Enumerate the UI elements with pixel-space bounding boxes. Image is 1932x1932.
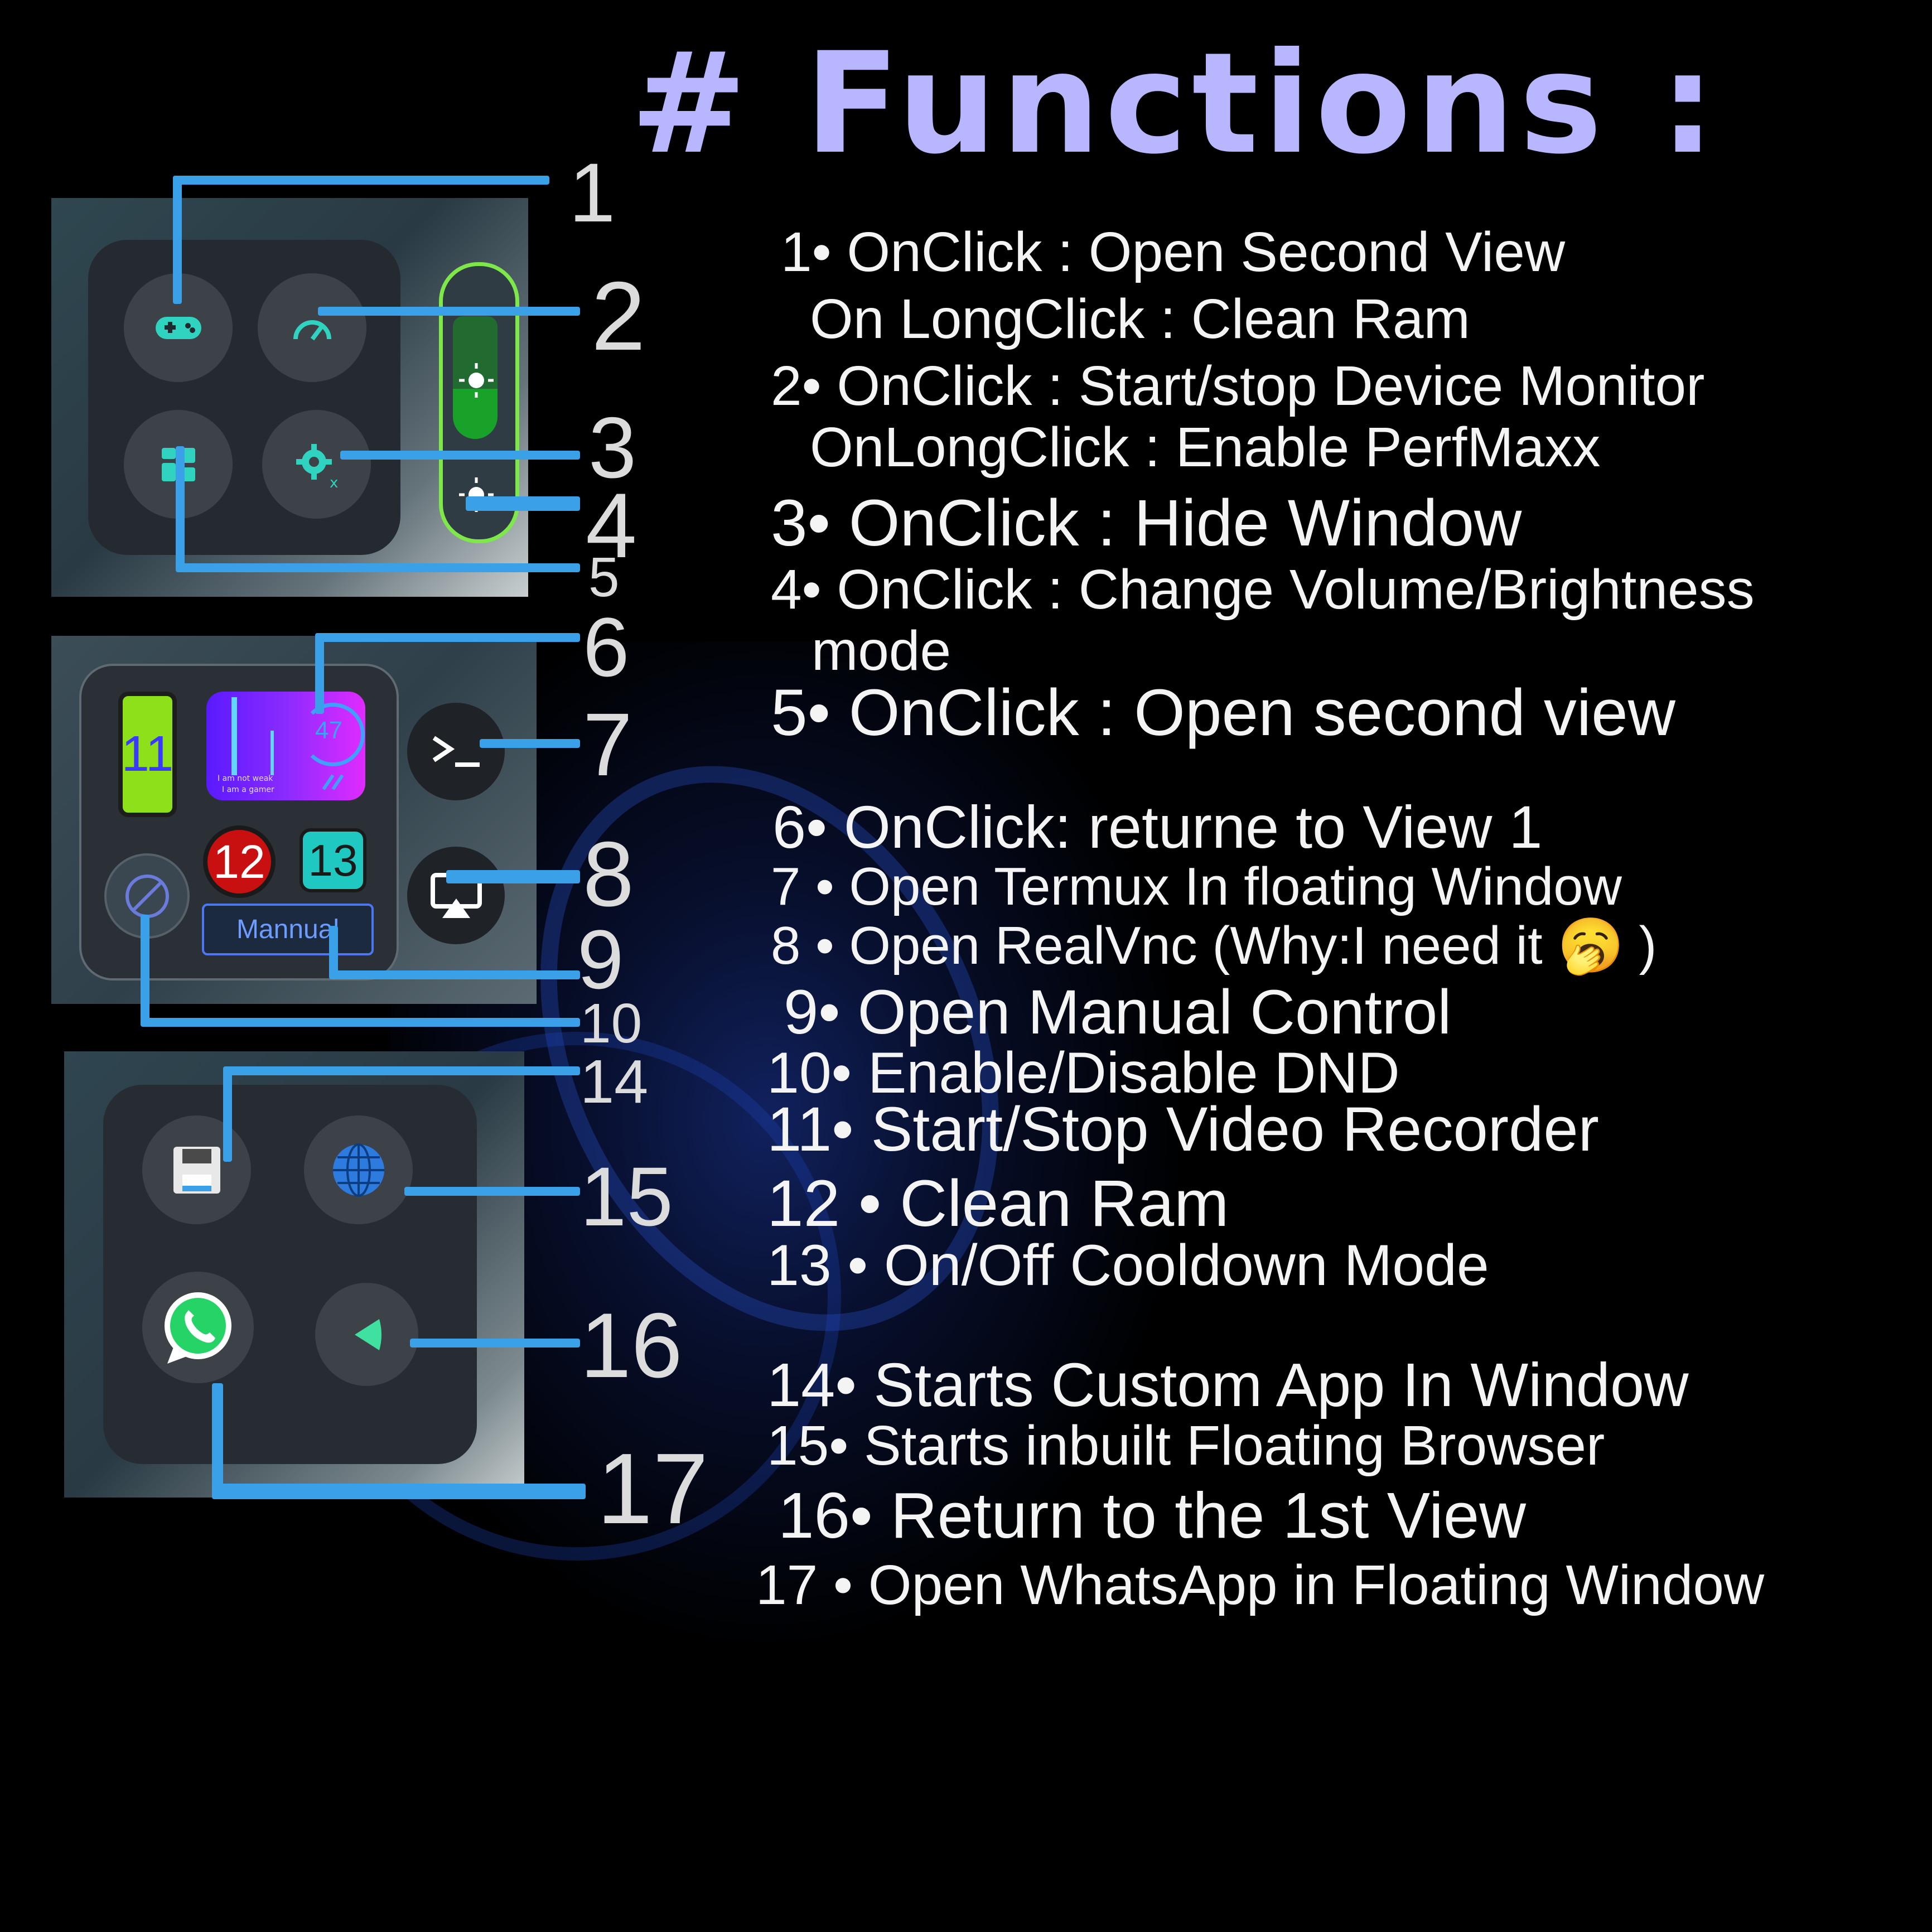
gauge-bar [231, 697, 237, 775]
callout-number-17: 17 [597, 1433, 709, 1545]
callout-number-10: 10 [580, 992, 643, 1055]
connector-1 [173, 176, 549, 185]
connector-14-drop [223, 1070, 232, 1162]
connector-16 [410, 1339, 580, 1347]
termux-button[interactable] [407, 703, 505, 800]
brightness-icon [459, 363, 494, 398]
back-button[interactable] [315, 1283, 418, 1386]
function-3: 3• OnClick : Hide Window [771, 486, 1522, 560]
function-2-line-2: OnLongClick : Enable PerfMaxx [810, 416, 1601, 479]
callout-number-6: 6 [583, 600, 630, 694]
settings-icon: x [296, 443, 338, 490]
connector-3 [340, 451, 580, 460]
callout-number-7: 7 [583, 694, 632, 794]
gauge-caption-1: I am not weak [218, 774, 273, 783]
badge-12-label: 12 [213, 835, 265, 888]
function-1-line-1: 1• OnClick : Open Second View [781, 221, 1566, 283]
function-4-line-1: 4• OnClick : Change Volume/Brightness [771, 558, 1755, 621]
browser-button[interactable] [304, 1115, 413, 1224]
callout-number-4: 4 [586, 474, 637, 577]
badge-12[interactable]: 12 [203, 825, 276, 898]
callout-number-3: 3 [588, 399, 637, 496]
function-1-line-2: On LongClick : Clean Ram [810, 288, 1470, 350]
battery-widget: 11 [118, 692, 177, 817]
gamepad-icon [155, 316, 201, 339]
svg-text:x: x [330, 475, 338, 490]
gauge-slash-icon [322, 774, 344, 790]
terminal-icon [432, 736, 480, 767]
battery-value: 11 [121, 726, 174, 782]
gauge-value: 47 [315, 717, 342, 744]
connector-7 [480, 739, 580, 748]
function-7: 7 • Open Termux In floating Window [771, 857, 1622, 916]
connector-6-drop [315, 636, 324, 714]
connector-2 [318, 307, 580, 316]
connector-8 [446, 870, 580, 883]
callout-number-16: 16 [580, 1294, 683, 1397]
whatsapp-icon [165, 1292, 231, 1364]
function-14: 14• Starts Custom App In Window [767, 1351, 1689, 1419]
function-6: 6• OnClick: returne to View 1 [772, 793, 1543, 861]
function-5: 5• OnClick : Open second view [771, 676, 1675, 750]
function-11: 11• Start/Stop Video Recorder [767, 1094, 1599, 1164]
function-16: 16• Return to the 1st View [778, 1479, 1527, 1552]
speedometer-icon [293, 320, 331, 340]
whatsapp-button[interactable] [142, 1272, 254, 1383]
function-4-line-2: mode [812, 620, 951, 682]
callout-number-1: 1 [569, 146, 616, 239]
callout-number-5: 5 [588, 546, 620, 608]
gauge-ring [301, 703, 365, 766]
connector-17-drop [212, 1383, 223, 1495]
callout-number-14: 14 [580, 1047, 649, 1116]
manual-control-label: Mannual [236, 915, 340, 944]
settings-button[interactable]: x [262, 410, 371, 519]
connector-5 [176, 563, 580, 572]
monitor-gauge-widget[interactable]: 47 I am not weak I am a gamer [206, 692, 365, 800]
function-10: 10• Enable/Disable DND [767, 1041, 1400, 1105]
connector-5-drop [176, 446, 185, 572]
connector-10 [141, 1018, 580, 1027]
callout-number-2: 2 [591, 262, 646, 371]
function-15: 15• Starts inbuilt Floating Browser [767, 1414, 1605, 1477]
callout-number-15: 15 [580, 1149, 673, 1243]
callout-number-9: 9 [577, 912, 624, 1006]
connector-4 [466, 496, 580, 511]
connector-14 [223, 1066, 580, 1075]
function-2-line-1: 2• OnClick : Start/stop Device Monitor [771, 355, 1705, 417]
connector-9 [329, 970, 580, 979]
speedometer-button[interactable] [258, 273, 366, 382]
function-17: 17 • Open WhatsApp in Floating Window [756, 1554, 1765, 1616]
panel-2-screenshot: 11 47 I am not weak I am a gamer 12 13 M… [51, 636, 537, 1004]
panel-1-screenshot: x [51, 198, 528, 597]
dnd-icon [125, 874, 169, 918]
badge-13[interactable]: 13 [300, 828, 366, 892]
connector-15 [404, 1187, 580, 1196]
connector-17 [212, 1484, 586, 1499]
gauge-caption-2: I am a gamer [222, 785, 274, 794]
globe-icon [332, 1143, 384, 1197]
function-13: 13 • On/Off Cooldown Mode [767, 1233, 1489, 1298]
function-9: 9• Open Manual Control [784, 977, 1452, 1047]
connector-1-drop [173, 176, 182, 304]
connector-6 [315, 633, 580, 642]
callout-number-8: 8 [583, 823, 634, 925]
badge-13-label: 13 [308, 835, 358, 885]
save-icon [173, 1146, 220, 1194]
panel-1-window [88, 240, 400, 555]
airplay-button[interactable] [407, 847, 505, 944]
save-button[interactable] [142, 1115, 251, 1224]
panel-3-screenshot [64, 1051, 524, 1498]
connector-9-drop [329, 926, 338, 979]
page-title: # Functions : [630, 22, 1720, 185]
manual-control-button[interactable]: Mannual [202, 904, 374, 955]
back-arrow-icon [354, 1318, 381, 1350]
function-12: 12 • Clean Ram [767, 1167, 1229, 1240]
gauge-bar-2 [271, 731, 274, 775]
connector-10-drop [141, 915, 149, 1023]
function-8: 8 • Open RealVnc (Why:I need it 🥱 ) [771, 916, 1657, 975]
